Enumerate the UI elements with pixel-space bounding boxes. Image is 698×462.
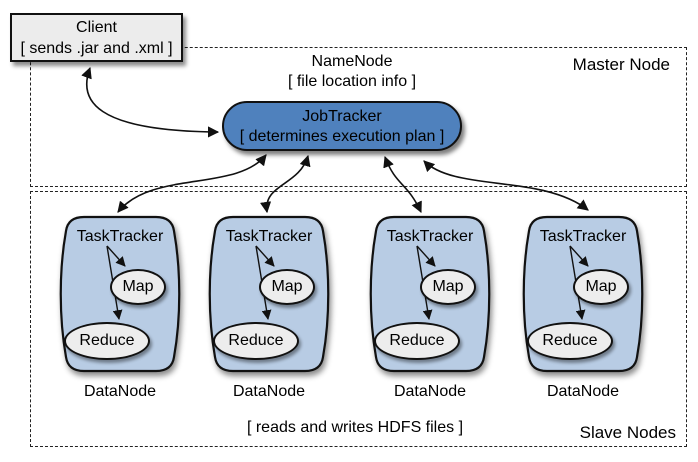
map-task-node: Map xyxy=(420,269,476,305)
reduce-task-node: Reduce xyxy=(64,322,150,360)
reduce-task-node: Reduce xyxy=(527,322,613,360)
jobtracker-subtitle: [ determines execution plan ] xyxy=(239,128,445,145)
namenode-title: NameNode xyxy=(311,53,393,70)
map-task-node: Map xyxy=(259,269,315,305)
datanode-label: DataNode xyxy=(546,383,620,400)
master-node-region: Master Node xyxy=(30,47,687,187)
tasktracker-title: TaskTracker xyxy=(76,228,164,245)
namenode-subtitle: [ file location info ] xyxy=(287,73,417,90)
map-task-node: Map xyxy=(110,269,166,305)
tasktracker-title: TaskTracker xyxy=(539,228,627,245)
client-subtitle: [ sends .jar and .xml ] xyxy=(20,40,173,57)
tasktracker-node-2: TaskTracker Map Reduce DataNode xyxy=(207,215,331,400)
namenode-caption: NameNode [ file location info ] xyxy=(232,52,472,92)
slave-nodes-region: Slave Nodes xyxy=(30,191,687,447)
arrow-title-to-map xyxy=(569,245,589,267)
arrow-title-to-map xyxy=(255,245,275,267)
client-title: Client xyxy=(76,19,117,36)
tasktracker-title: TaskTracker xyxy=(225,228,313,245)
arrow-title-to-map xyxy=(106,245,126,267)
jobtracker-node: JobTracker [ determines execution plan ] xyxy=(222,101,462,151)
slave-nodes-label: Slave Nodes xyxy=(579,423,676,442)
tasktracker-node-4: TaskTracker Map Reduce DataNode xyxy=(521,215,645,400)
tasktracker-title: TaskTracker xyxy=(386,228,474,245)
jobtracker-title: JobTracker xyxy=(302,108,382,125)
reduce-task-node: Reduce xyxy=(213,322,299,360)
tasktracker-node-1: TaskTracker Map Reduce DataNode xyxy=(58,215,182,400)
datanode-label: DataNode xyxy=(83,383,157,400)
hdfs-note: [ reads and writes HDFS files ] xyxy=(246,419,464,436)
master-node-label: Master Node xyxy=(572,55,670,74)
tasktracker-node-3: TaskTracker Map Reduce DataNode xyxy=(368,215,492,400)
datanode-label: DataNode xyxy=(393,383,467,400)
datanode-label: DataNode xyxy=(232,383,306,400)
map-task-node: Map xyxy=(573,269,629,305)
arrow-title-to-map xyxy=(416,245,436,267)
reduce-task-node: Reduce xyxy=(374,322,460,360)
client-node: Client [ sends .jar and .xml ] xyxy=(10,13,183,62)
